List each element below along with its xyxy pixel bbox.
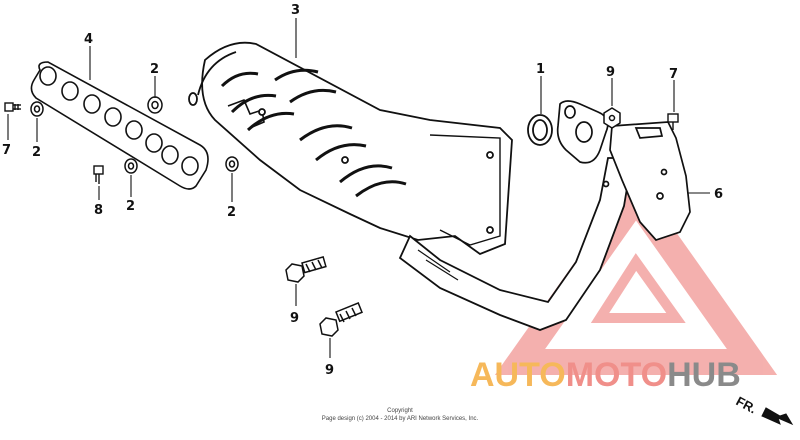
callout-6: 7 (669, 67, 678, 82)
callout-2d: 2 (227, 205, 236, 220)
watermark-auto: AUTO (470, 356, 566, 394)
washer-2d (225, 156, 239, 172)
gasket-plate (30, 61, 209, 190)
bolt-7b (93, 165, 104, 184)
callout-4: 4 (84, 32, 93, 47)
front-direction-arrow: FR. (734, 393, 794, 426)
front-label: FR. (734, 393, 760, 416)
muffler-body (188, 41, 513, 256)
callout-2c: 2 (126, 199, 135, 214)
watermark-logo: AUTOMOTOHUB (470, 356, 741, 394)
washer-2b (30, 101, 44, 117)
callout-2b: 2 (32, 145, 41, 160)
nut-8 (603, 107, 621, 129)
callout-1: 1 (536, 62, 545, 77)
callout-7b: 8 (94, 203, 103, 218)
bolt-9b (319, 302, 363, 337)
bolt-6 (667, 113, 679, 130)
bolt-9a (285, 256, 327, 283)
watermark-triangle (494, 175, 778, 375)
leader-lines (7, 18, 710, 358)
protector-bracket (602, 121, 691, 241)
callout-2a: 2 (150, 62, 159, 77)
callout-3: 3 (291, 3, 300, 18)
callout-5: 6 (714, 187, 723, 202)
ring-gasket (527, 114, 553, 146)
copyright-line-2: Page design (c) 2004 - 2014 by ARI Netwo… (322, 416, 479, 422)
copyright-line-1: Copyright (387, 408, 413, 414)
callout-9b: 9 (325, 363, 334, 378)
callout-9a: 9 (290, 311, 299, 326)
washer-2a (147, 96, 163, 114)
pipe-flange (556, 100, 609, 164)
watermark-moto: MOTO (566, 356, 667, 394)
svg-text:AUTOMOTOHUB: AUTOMOTOHUB (470, 356, 741, 394)
callout-8: 9 (606, 65, 615, 80)
bolt-7a (4, 102, 21, 112)
watermark-hub: HUB (667, 356, 741, 394)
washer-2c (124, 158, 138, 174)
callout-7a: 7 (2, 143, 11, 158)
